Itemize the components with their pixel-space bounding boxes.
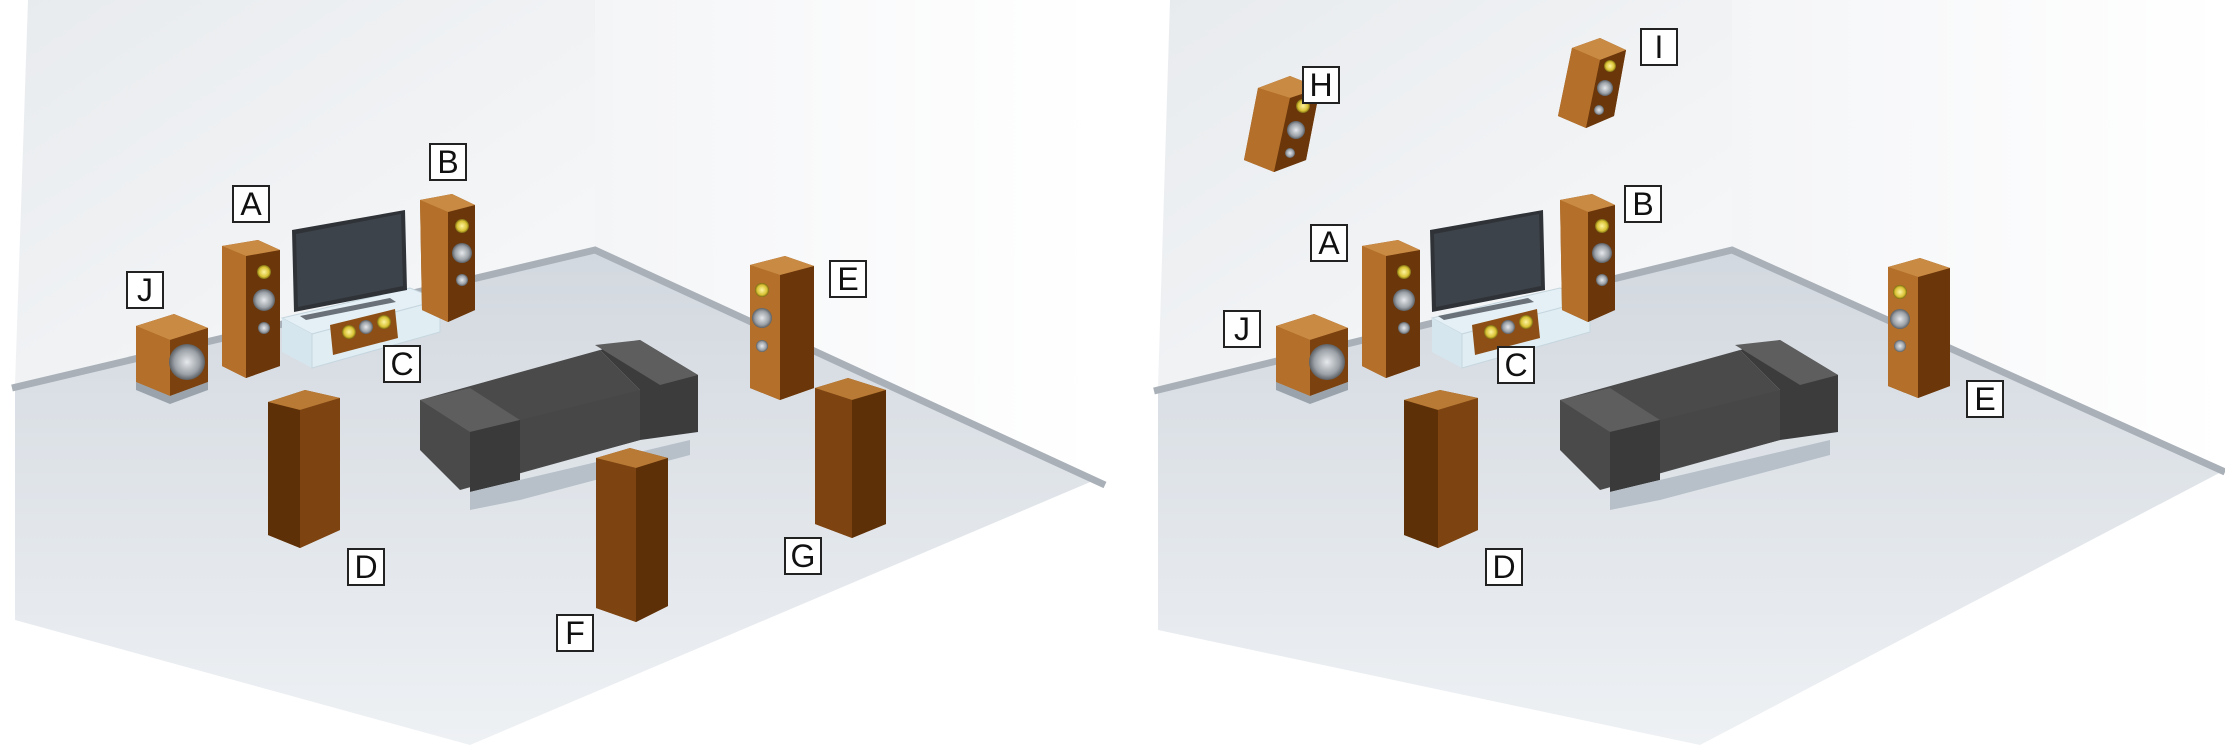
- floor: [15, 248, 1095, 745]
- layout-right-panel: A B C D E H I J: [1140, 0, 2225, 745]
- label-J: J: [1223, 310, 1261, 348]
- center-speaker: [330, 309, 398, 355]
- room-scene-right: [1153, 0, 2225, 745]
- label-D: D: [347, 548, 385, 586]
- tv: [1430, 210, 1545, 320]
- center-speaker: [1472, 309, 1540, 355]
- speaker-height-left: [1244, 76, 1320, 172]
- speaker-height-right: [1558, 38, 1626, 128]
- speaker-front-right: [1560, 194, 1615, 322]
- side-wall: [595, 0, 1095, 480]
- speaker-rear-left: [596, 448, 668, 622]
- label-F: F: [556, 614, 594, 652]
- subwoofer: [136, 314, 208, 404]
- label-D: D: [1485, 548, 1523, 586]
- speaker-front-left: [1362, 240, 1420, 378]
- label-C: C: [383, 345, 421, 383]
- label-E: E: [1966, 380, 2004, 418]
- tv: [292, 210, 407, 320]
- label-A: A: [232, 185, 270, 223]
- speaker-side-right: [1888, 258, 1950, 398]
- sofa: [420, 340, 698, 510]
- speaker-front-left: [222, 240, 280, 378]
- label-G: G: [784, 537, 822, 575]
- label-E: E: [829, 260, 867, 298]
- label-B: B: [1624, 185, 1662, 223]
- speaker-rear-right: [815, 378, 886, 538]
- speaker-surround-left: [1404, 390, 1478, 548]
- label-A: A: [1310, 224, 1348, 262]
- sofa: [1560, 340, 1838, 510]
- speaker-side-right: [750, 256, 814, 400]
- label-J: J: [126, 271, 164, 309]
- speaker-surround-left: [268, 390, 340, 548]
- layout-left-panel: A B C D E F G J: [11, 0, 1107, 745]
- subwoofer: [1276, 314, 1348, 404]
- floor: [1158, 248, 2225, 745]
- label-B: B: [429, 143, 467, 181]
- label-C: C: [1497, 346, 1535, 384]
- side-wall: [1732, 0, 2225, 470]
- speaker-front-right: [420, 194, 475, 322]
- label-H: H: [1302, 66, 1340, 104]
- label-I: I: [1640, 28, 1678, 66]
